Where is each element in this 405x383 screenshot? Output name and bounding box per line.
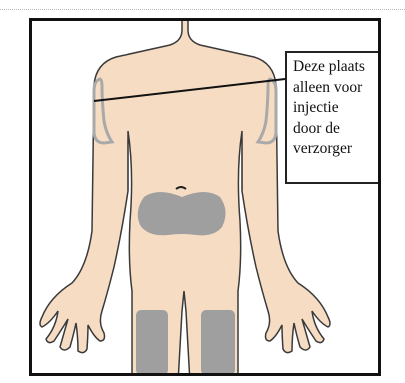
right-thigh-injection-area bbox=[201, 310, 235, 375]
left-thigh-injection-area bbox=[136, 310, 168, 375]
diagram-frame: Deze plaats alleen voor injectie door de… bbox=[29, 18, 381, 376]
caregiver-only-callout: Deze plaats alleen voor injectie door de… bbox=[285, 51, 381, 184]
page-top-border bbox=[0, 9, 405, 10]
abdomen-injection-area bbox=[138, 192, 226, 235]
